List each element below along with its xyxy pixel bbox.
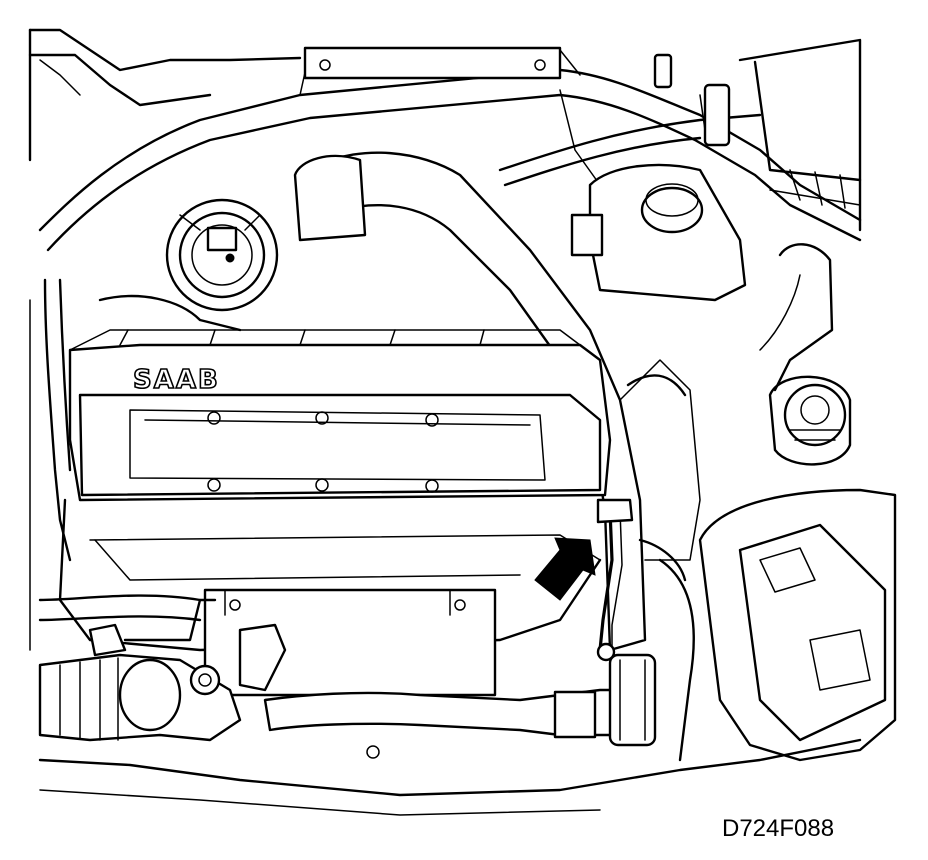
oil-filler-cap	[165, 198, 279, 312]
power-steering-reservoir	[759, 243, 852, 466]
arrow-icon	[534, 537, 596, 601]
right-fender-outline	[738, 38, 862, 232]
left-coolant-hoses	[29, 278, 242, 651]
strut-brace	[38, 46, 862, 252]
battery-box	[698, 488, 897, 762]
figure-reference-code: D724F088	[722, 815, 834, 842]
lower-frame	[38, 558, 862, 816]
brand-badge-text: SAAB	[133, 365, 220, 395]
coolant-expansion-tank	[570, 163, 747, 302]
throttle-body-intake	[38, 598, 287, 742]
wiring-harness	[498, 53, 762, 187]
lower-hose	[263, 653, 657, 759]
intake-air-hose	[293, 151, 701, 652]
cam-cover	[68, 329, 612, 502]
hood-hinge-outline	[28, 28, 302, 162]
sensor-with-wire	[596, 498, 634, 662]
brand-badge: SAAB	[132, 364, 220, 396]
